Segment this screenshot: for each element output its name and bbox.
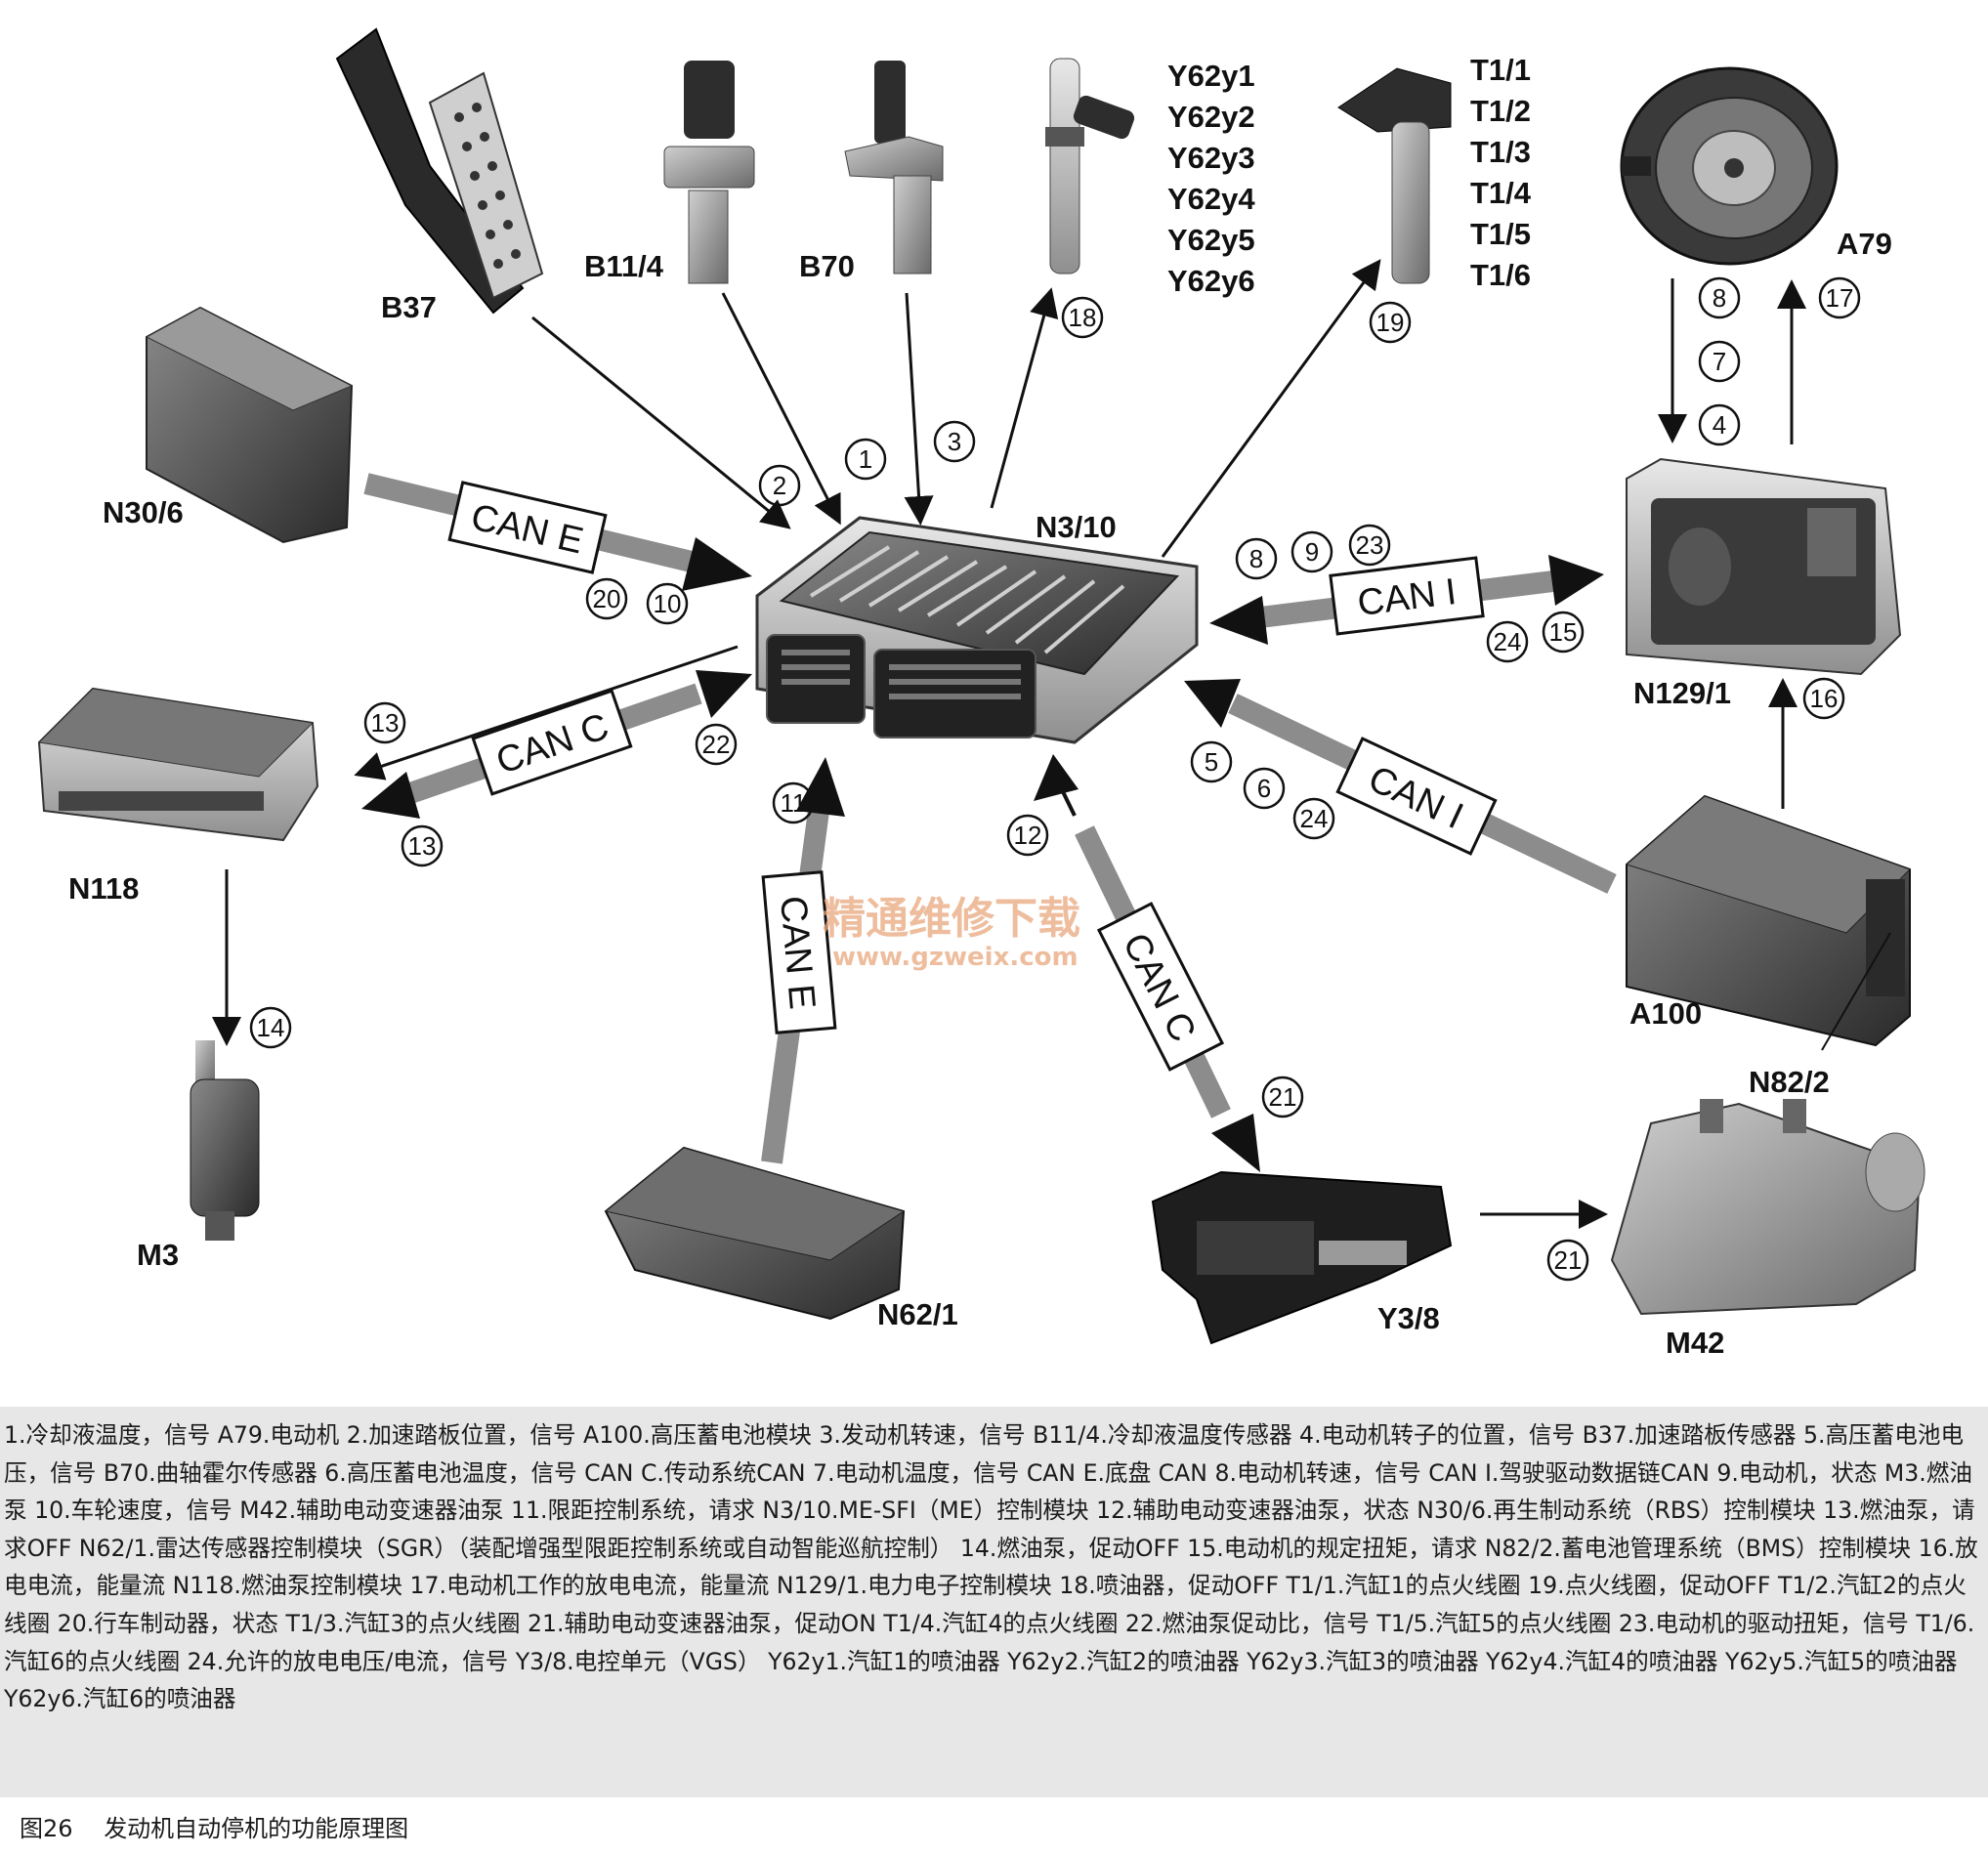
n118-fuel-pump-control-image (37, 687, 319, 842)
label-y62y3: Y62y3 (1167, 141, 1255, 175)
label-b11-4: B11/4 (584, 249, 664, 283)
signal-num-11: 11 (781, 788, 807, 818)
can-e-label-2: CAN E (772, 894, 823, 1010)
signal-num-18: 18 (1069, 303, 1097, 332)
m42-aux-oil-pump-image (1610, 1099, 1925, 1316)
arrow-ecu-to-y62 (990, 287, 1059, 509)
y3-8-control-unit-image (1151, 1170, 1453, 1345)
signal-num-6: 6 (1257, 774, 1271, 803)
can-i-box-1: CAN I (1329, 556, 1485, 636)
signal-num-cani-9: 9 (1305, 537, 1319, 567)
label-a79: A79 (1837, 227, 1892, 261)
label-b70: B70 (799, 249, 855, 283)
y62-label-list: Y62y1 Y62y2 Y62y3 Y62y4 Y62y5 Y62y6 (1167, 59, 1255, 298)
signal-num-10: 10 (654, 589, 682, 618)
signal-num-20: 20 (593, 584, 621, 613)
circled-numbers: 2 1 3 18 19 8 7 4 17 20 10 8 9 23 24 15 … (257, 283, 1854, 1275)
b70-sensor-image (844, 61, 944, 274)
label-m42: M42 (1666, 1326, 1724, 1360)
label-n30-6: N30/6 (103, 495, 184, 529)
arrow-b37-to-ecu (531, 316, 791, 529)
circled-number-rings (249, 276, 1861, 1282)
label-t1-1: T1/1 (1470, 53, 1531, 87)
t1-ignition-coil-image (1337, 67, 1452, 284)
a100-battery-module-image (1625, 794, 1911, 1047)
label-t1-2: T1/2 (1470, 94, 1531, 128)
n62-1-radar-module-image (604, 1146, 906, 1321)
label-a100: A100 (1629, 996, 1702, 1031)
figure-caption: 图26 发动机自动停机的功能原理图 (20, 1807, 432, 1850)
signal-num-a79-8: 8 (1713, 283, 1726, 313)
label-b37: B37 (381, 290, 437, 324)
signal-num-cani-8: 8 (1249, 544, 1263, 573)
arrow-b11-to-ecu (721, 292, 841, 526)
watermark-url: www.gzweix.com (832, 943, 1079, 972)
can-c-box-2: CAN C (1096, 902, 1225, 1072)
signal-num-cani-23: 23 (1356, 530, 1384, 560)
label-n118: N118 (68, 871, 139, 906)
function-diagram: N3/10 B37 B11/4 B70 Y62y1 Y62y2 (37, 27, 1925, 1360)
label-y3-8: Y3/8 (1377, 1301, 1440, 1335)
label-t1-4: T1/4 (1470, 176, 1532, 210)
ecu-n3-10 (755, 516, 1199, 744)
label-m3: M3 (137, 1238, 179, 1272)
label-y62y5: Y62y5 (1167, 223, 1255, 257)
signal-num-14: 14 (257, 1013, 285, 1042)
signal-num-12: 12 (1014, 821, 1042, 850)
label-t1-5: T1/5 (1470, 217, 1531, 251)
signal-num-a79-7: 7 (1713, 347, 1726, 376)
figure-number: 图26 (20, 1815, 73, 1842)
y62-injector-image (1045, 58, 1135, 274)
thin-line-ecu-to-n118 (354, 645, 739, 780)
b11-4-sensor-image (663, 61, 755, 284)
n82-2-leader-line (1821, 932, 1891, 1051)
label-y62y2: Y62y2 (1167, 100, 1255, 134)
can-e-box-2: CAN E (761, 870, 837, 1034)
signal-num-22: 22 (702, 730, 731, 759)
label-n129-1: N129/1 (1633, 676, 1731, 710)
signal-num-cani-24: 24 (1494, 627, 1522, 656)
can-i-box-2: CAN I (1335, 737, 1498, 856)
signal-num-21a: 21 (1269, 1082, 1297, 1112)
signal-num-21b: 21 (1554, 1245, 1583, 1275)
signal-num-15: 15 (1549, 617, 1578, 647)
t1-label-list: T1/1 T1/2 T1/3 T1/4 T1/5 T1/6 (1470, 53, 1532, 292)
label-n3-10: N3/10 (1036, 510, 1117, 544)
signal-num-17: 17 (1826, 283, 1854, 313)
label-n62-1: N62/1 (877, 1297, 958, 1331)
signal-num-cani2-24: 24 (1300, 804, 1329, 833)
label-y62y1: Y62y1 (1167, 59, 1255, 93)
signal-num-1: 1 (859, 444, 872, 474)
figure-title: 发动机自动停机的功能原理图 (104, 1815, 409, 1842)
signal-num-5: 5 (1205, 747, 1218, 777)
signal-num-2: 2 (773, 471, 786, 500)
watermark-title: 精通维修下载 (823, 894, 1080, 944)
signal-arrows (212, 259, 1806, 1229)
label-y62y6: Y62y6 (1167, 264, 1255, 298)
label-n82-2: N82/2 (1749, 1065, 1830, 1099)
signal-num-13a: 13 (371, 708, 400, 738)
label-t1-6: T1/6 (1470, 258, 1531, 292)
label-t1-3: T1/3 (1470, 135, 1531, 169)
signal-num-3: 3 (948, 427, 961, 456)
b37-pedal-image (335, 27, 544, 315)
m3-fuel-pump-image (190, 1040, 260, 1241)
signal-num-16: 16 (1810, 684, 1839, 713)
arrow-ecu-to-t1 (1161, 259, 1381, 558)
signal-num-13b: 13 (408, 831, 437, 861)
arrow-b70-to-ecu (904, 292, 934, 526)
signal-num-a79-4: 4 (1713, 410, 1726, 440)
label-y62y4: Y62y4 (1167, 182, 1255, 216)
legend-paragraph: 1.冷却液温度，信号 A79.电动机 2.加速踏板位置，信号 A100.高压蓄电… (0, 1407, 1988, 1797)
a79-electric-motor-image (1620, 66, 1839, 266)
signal-num-19: 19 (1376, 308, 1405, 337)
n129-1-power-electronics-image (1626, 457, 1902, 676)
can-e-box-1: CAN E (447, 481, 608, 574)
n30-6-rbs-module-image (145, 306, 354, 544)
can-c-box-1: CAN C (471, 689, 633, 796)
